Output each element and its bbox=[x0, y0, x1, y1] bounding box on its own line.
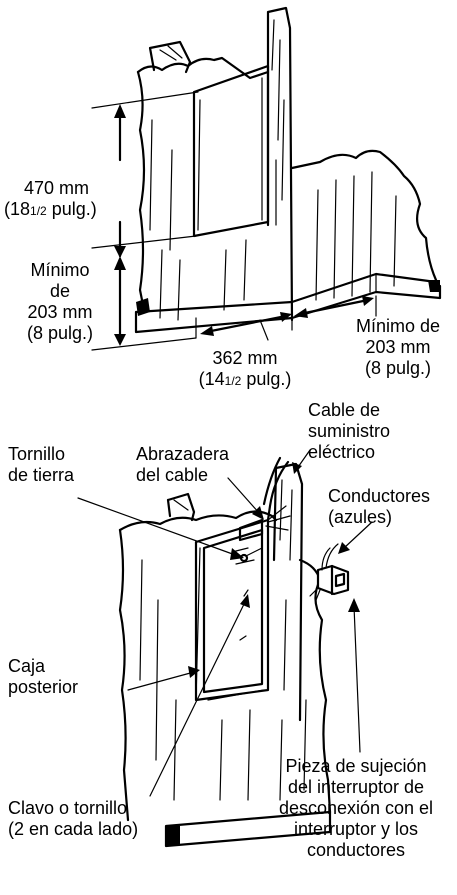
horizontal-dimension-362: 362 mm (141/2 pulg.) bbox=[180, 348, 310, 392]
dim-470-imperial-fraction: 1/2 bbox=[30, 204, 47, 218]
back-box-line1: Caja bbox=[8, 656, 46, 676]
bracket-line3: desconexión con el bbox=[278, 798, 434, 818]
dim-203-v-line3: 203 mm bbox=[27, 302, 93, 322]
conductors-line1: Conductores bbox=[328, 486, 431, 506]
vertical-dimension-470: 470 mm (181/2 pulg.) bbox=[4, 178, 97, 222]
bottom-wall-framing bbox=[118, 456, 332, 848]
dim-203-h-line1: Mínimo de bbox=[355, 316, 441, 336]
bracket-line4: interruptor y los bbox=[293, 819, 419, 839]
ground-screw-line2: de tierra bbox=[8, 465, 75, 485]
bottom-leader-lines bbox=[77, 449, 373, 797]
bracket-line1: Pieza de sujeción bbox=[285, 756, 427, 776]
nail-screw-line1: Clavo o tornillo bbox=[8, 798, 128, 818]
dim-470-imperial-unit: pulg.) bbox=[46, 199, 97, 219]
dim-470-imperial-whole: (18 bbox=[4, 199, 31, 219]
dim-203-v-line2: de bbox=[49, 281, 71, 301]
dim-203-v-line4: (8 pulg.) bbox=[26, 323, 94, 343]
ground-screw-line1: Tornillo bbox=[8, 444, 66, 464]
dim-470-value: 470 mm bbox=[24, 178, 90, 198]
label-disconnect-bracket: Pieza de sujeción del interruptor de des… bbox=[258, 756, 454, 861]
bracket-line5: conductores bbox=[306, 840, 406, 860]
nail-screw-line2: (2 en cada lado) bbox=[8, 819, 139, 839]
dim-203-v-line1: Mínimo bbox=[30, 260, 90, 280]
supply-cable-line1: Cable de bbox=[308, 400, 381, 420]
top-wall-framing bbox=[134, 6, 442, 334]
vertical-dimension-203: Mínimo de 203 mm (8 pulg.) bbox=[6, 260, 114, 344]
label-supply-cable: Cable de suministro eléctrico bbox=[308, 400, 390, 463]
dim-470-imperial: (181/2 pulg.) bbox=[4, 199, 97, 222]
dim-203-h-line3: (8 pulg.) bbox=[364, 358, 432, 378]
label-nail-screw: Clavo o tornillo (2 en cada lado) bbox=[8, 798, 138, 840]
dim-362-value: 362 mm bbox=[212, 348, 278, 368]
disconnect-bracket-illustration bbox=[309, 543, 350, 601]
label-cable-clamp: Abrazadera del cable bbox=[136, 444, 229, 486]
dim-362-imperial-unit: pulg.) bbox=[241, 369, 292, 389]
dim-203-h-line2: 203 mm bbox=[365, 337, 431, 357]
dim-362-imperial-fraction: 1/2 bbox=[224, 374, 242, 388]
dim-362-imperial-whole: (14 bbox=[198, 369, 225, 389]
supply-cable-line2: suministro bbox=[308, 421, 391, 441]
label-conductors: Conductores (azules) bbox=[328, 486, 430, 528]
dim-362-imperial: (141/2 pulg.) bbox=[180, 369, 310, 392]
supply-cable-line3: eléctrico bbox=[308, 442, 376, 462]
back-box-line2: posterior bbox=[8, 677, 79, 697]
label-back-box: Caja posterior bbox=[8, 656, 78, 698]
bracket-line2: del interruptor de bbox=[287, 777, 425, 797]
conductors-line2: (azules) bbox=[328, 507, 393, 527]
horizontal-dimension-203: Mínimo de 203 mm (8 pulg.) bbox=[340, 316, 456, 379]
cable-clamp-line1: Abrazadera bbox=[136, 444, 230, 464]
label-ground-screw: Tornillo de tierra bbox=[8, 444, 74, 486]
cable-clamp-line2: del cable bbox=[136, 465, 209, 485]
top-dimension-lines bbox=[91, 91, 377, 351]
